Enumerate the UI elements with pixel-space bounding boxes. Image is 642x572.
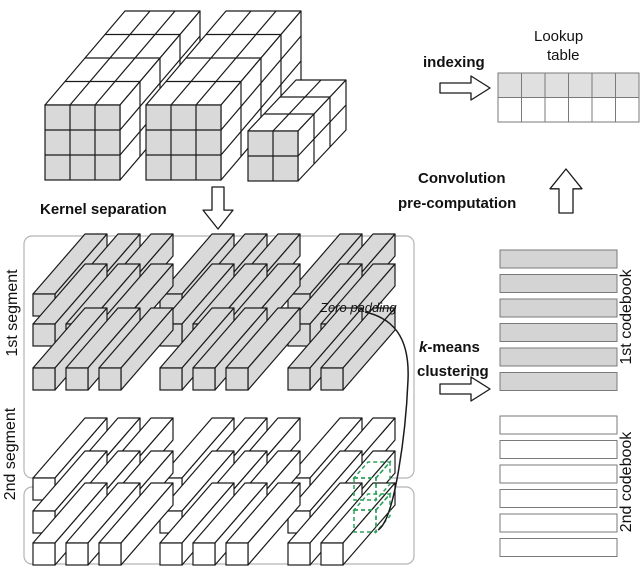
codebook1-entry — [499, 274, 618, 293]
lookup-table-cell — [615, 72, 640, 98]
codebook1-entry — [499, 249, 618, 269]
column-front-face — [32, 542, 56, 566]
codebook1-label: 1st codebook — [618, 269, 635, 365]
lookup-table-cell — [615, 97, 640, 123]
column-front-face — [192, 542, 216, 566]
zero-padding-column — [352, 460, 392, 502]
zero-padding-column — [352, 492, 392, 534]
lookup-table-cell — [544, 72, 569, 98]
zero-padding-label: Zero padding — [320, 300, 397, 315]
lookup-table-label-2: table — [547, 47, 580, 64]
lookup-table-cell — [521, 97, 546, 123]
lookup-table-cell — [591, 72, 616, 98]
column-front-face — [192, 367, 216, 391]
block-front-face — [145, 104, 222, 181]
codebook2-entry — [499, 464, 618, 484]
column-front-face — [159, 367, 183, 391]
kernel-column — [98, 307, 174, 391]
convolution-label-2: pre-computation — [398, 195, 517, 212]
lookup-table — [497, 72, 640, 123]
codebook1-entry — [499, 323, 618, 342]
codebook1-entry — [499, 347, 618, 367]
column-front-face — [98, 542, 122, 566]
kmeans-label: k-means — [419, 339, 480, 356]
kmeans-rest: -means — [427, 339, 480, 356]
codebook2 — [499, 415, 618, 557]
block-right-row-line — [220, 60, 302, 156]
kernel-column — [225, 482, 301, 566]
column-front-face — [287, 367, 311, 391]
lookup-table-label-1: Lookup — [534, 28, 584, 45]
codebook1-entry — [499, 372, 618, 391]
lookup-table-cell — [497, 72, 522, 98]
lookup-table-cell — [544, 97, 569, 123]
kernel-tensors — [44, 10, 347, 182]
column-front-face — [65, 367, 89, 391]
block-right-row-line — [297, 104, 347, 157]
kernel-column — [320, 307, 396, 391]
lookup-table-cell — [568, 97, 593, 123]
codebook2-entry — [499, 513, 618, 533]
convolution-label-1: Convolution — [418, 170, 506, 187]
arrow-kmeans — [439, 376, 491, 402]
segment1-columns — [32, 233, 396, 391]
block-front-face — [44, 104, 121, 181]
zero-padding-marks — [352, 311, 409, 534]
column-front-face — [65, 542, 89, 566]
zero-padding-front — [353, 477, 377, 501]
column-front-face — [32, 323, 56, 347]
arrow-indexing — [439, 75, 491, 101]
column-front-face — [159, 542, 183, 566]
indexing-label: indexing — [423, 54, 485, 71]
lookup-table-cell — [568, 72, 593, 98]
kmeans-k: k — [419, 339, 428, 356]
codebook1 — [499, 249, 618, 391]
zero-padding-callout — [364, 311, 409, 531]
column-front-face — [98, 367, 122, 391]
arrow-kernel-separation — [202, 186, 234, 230]
codebook2-entry — [499, 440, 618, 459]
kernel-column — [98, 482, 174, 566]
arrow-convolution — [549, 168, 583, 214]
codebook2-label: 2nd codebook — [618, 431, 635, 533]
codebook1-entry — [499, 298, 618, 318]
column-front-face — [287, 542, 311, 566]
block-top-depth-line — [272, 79, 322, 132]
kernel-block-3 — [247, 79, 347, 182]
column-front-face — [225, 542, 249, 566]
block-right-row-line — [119, 35, 201, 131]
column-front-face — [320, 542, 344, 566]
lookup-table-cell — [591, 97, 616, 123]
kernel-block-2 — [145, 10, 302, 181]
column-front-face — [320, 367, 344, 391]
kernel-separation-label: Kernel separation — [40, 201, 167, 218]
lookup-table-cell — [521, 72, 546, 98]
clustering-label: clustering — [417, 363, 489, 380]
lookup-table-cell — [497, 97, 522, 123]
kernel-column — [225, 307, 301, 391]
codebook2-entry — [499, 538, 618, 557]
segment2-columns — [32, 417, 396, 566]
segment2-label: 2nd segment — [2, 407, 19, 501]
codebook2-entry — [499, 489, 618, 508]
block-right-row-line — [220, 35, 302, 131]
column-front-face — [225, 367, 249, 391]
segment1-label: 1st segment — [4, 269, 21, 357]
zero-padding-front — [353, 509, 377, 533]
codebook2-entry — [499, 415, 618, 435]
arrows — [202, 75, 583, 402]
column-front-face — [32, 367, 56, 391]
